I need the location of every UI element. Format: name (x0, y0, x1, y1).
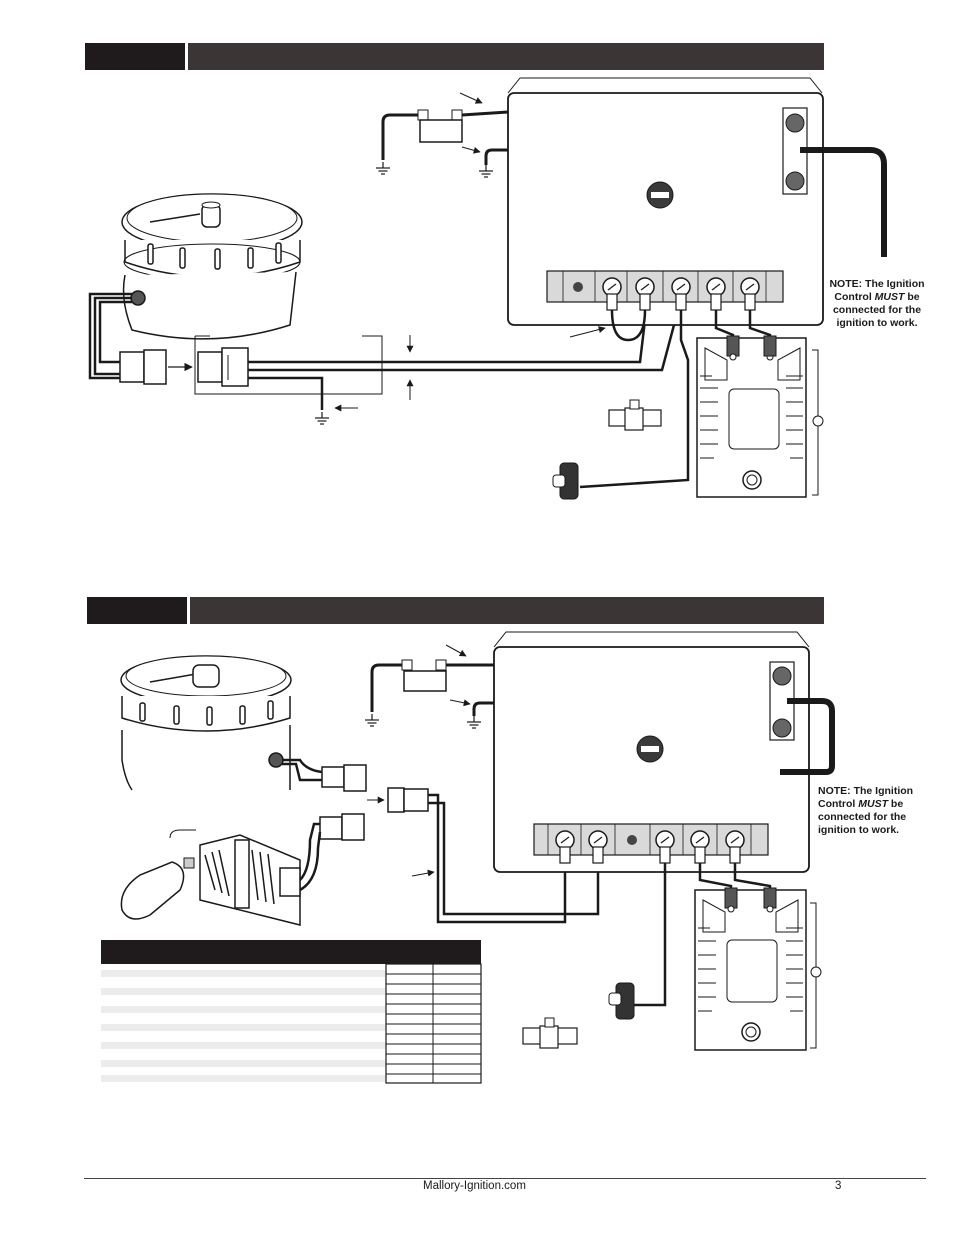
reference-table (101, 940, 482, 1084)
wiring-diagram-2 (101, 631, 835, 1084)
note-text: NOTE: The Ignition Control (829, 278, 925, 303)
inline-fuse-2 (401, 659, 447, 692)
pickup-sensor-2 (120, 829, 301, 926)
section-header-bar-1 (85, 43, 824, 70)
note-text: be connected for the ignition to work. (818, 798, 907, 836)
ignition-control-note-2: NOTE: The Ignition Control MUST be conne… (818, 785, 930, 837)
harness-connector-1 (119, 347, 249, 387)
resistor-1 (608, 399, 662, 431)
footer-website: Mallory-Ignition.com (423, 1180, 526, 1192)
section-header-tab-2 (87, 597, 190, 624)
ignition-coil-1 (696, 335, 824, 498)
section-header-bar-2 (87, 597, 824, 624)
page-number: 3 (835, 1180, 842, 1192)
distributor-1 (121, 193, 303, 340)
note-text: NOTE: The Ignition Control (818, 785, 914, 810)
section-header-tab-1 (85, 43, 188, 70)
inline-fuse-1 (417, 109, 463, 143)
footer-divider (84, 1178, 926, 1179)
harness-connector-2a (321, 764, 367, 792)
wiring-diagram-1 (88, 77, 887, 500)
distributor-2 (120, 655, 292, 791)
ignition-control-box-1 (507, 77, 824, 326)
ignition-switch-1 (552, 462, 579, 500)
ignition-switch-2 (608, 982, 635, 1020)
distributor-harness-1 (88, 292, 132, 380)
resistor-2 (522, 1017, 578, 1049)
note-emphasis: MUST (858, 798, 888, 810)
harness-connector-2b (319, 787, 429, 841)
note-emphasis: MUST (874, 291, 905, 303)
ignition-control-note-1: NOTE: The Ignition Control MUST be conne… (822, 278, 932, 330)
ignition-coil-2 (694, 887, 822, 1051)
note-text: be connected for the ignition to work. (832, 291, 922, 329)
ignition-control-box-2 (493, 631, 810, 873)
